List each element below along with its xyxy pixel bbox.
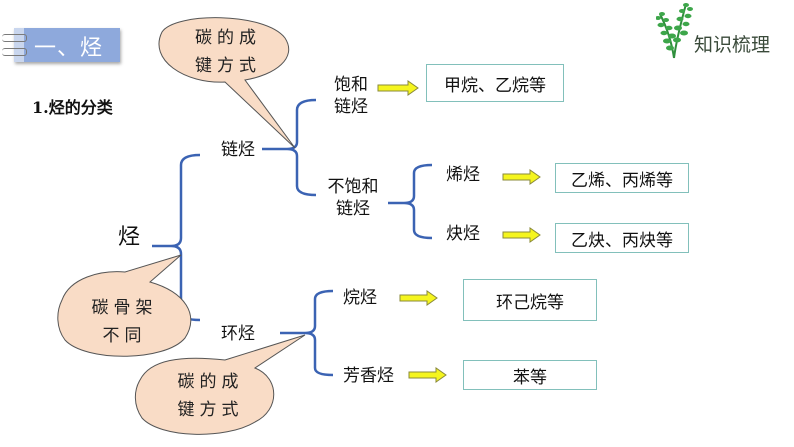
callout-line: 碳的成 <box>177 372 244 392</box>
callout-line: 碳骨架 <box>91 298 158 318</box>
node-cycloalkane: 烷烃 <box>343 288 377 308</box>
node-ring: 环烃 <box>221 324 255 344</box>
unsaturated-bracket <box>403 163 433 240</box>
examples-box-cycloalkane: 环己烷等 <box>463 279 597 321</box>
brand-label: 知识梳理 <box>694 34 771 56</box>
arrow-alkyne <box>502 227 541 243</box>
ring-bracket <box>304 289 334 377</box>
examples-box-aromatic: 苯等 <box>463 360 597 390</box>
node-line: 链烃 <box>334 97 368 117</box>
callout-line: 键方式 <box>177 400 244 420</box>
section-tab: 一、烃 <box>2 28 120 62</box>
callout-line: 键方式 <box>195 56 261 76</box>
node-root: 烃 <box>118 225 141 250</box>
callout-ring-bonding <box>134 334 306 435</box>
callout-chain-bonding <box>158 17 296 149</box>
callout-line: 不同 <box>102 326 147 346</box>
brand-badge: 知识梳理 <box>656 0 794 70</box>
binder-ring-icon <box>2 34 27 42</box>
node-line: 饱和 <box>334 75 368 95</box>
arrow-alkene <box>502 169 541 185</box>
node-line: 不饱和 <box>327 177 379 197</box>
node-chain: 链烃 <box>221 140 255 160</box>
arrow-aromatic <box>408 367 447 383</box>
node-alkene: 烯烃 <box>446 165 480 185</box>
arrow-saturated <box>377 80 419 96</box>
node-saturated: 饱和 链烃 <box>334 74 368 118</box>
chain-bracket <box>286 98 317 197</box>
examples-box-alkyne: 乙炔、丙炔等 <box>555 223 689 253</box>
section-title: 一、烃 <box>34 36 104 61</box>
leaf-sprig-icon <box>656 3 693 59</box>
node-line: 链烃 <box>336 199 370 219</box>
callout-chain-bonding-text: 碳的成 键方式 <box>178 24 278 80</box>
arrow-cycloalkane <box>399 290 438 306</box>
node-unsaturated: 不饱和 链烃 <box>322 176 384 220</box>
callout-skeleton <box>57 254 192 357</box>
examples-box-alkene: 乙烯、丙烯等 <box>555 163 689 193</box>
callout-skeleton-text: 碳骨架 不同 <box>72 294 177 350</box>
binder-ring-icon <box>2 48 27 56</box>
examples-box-saturated: 甲烷、乙烷等 <box>426 64 564 102</box>
node-aromatic: 芳香烃 <box>343 366 394 386</box>
section-tab-strip <box>14 28 24 62</box>
sub-heading: 1.烃的分类 <box>32 98 113 117</box>
node-alkyne: 炔烃 <box>446 224 480 244</box>
callout-ring-bonding-text: 碳的成 键方式 <box>158 368 263 424</box>
callout-line: 碳的成 <box>195 28 261 48</box>
